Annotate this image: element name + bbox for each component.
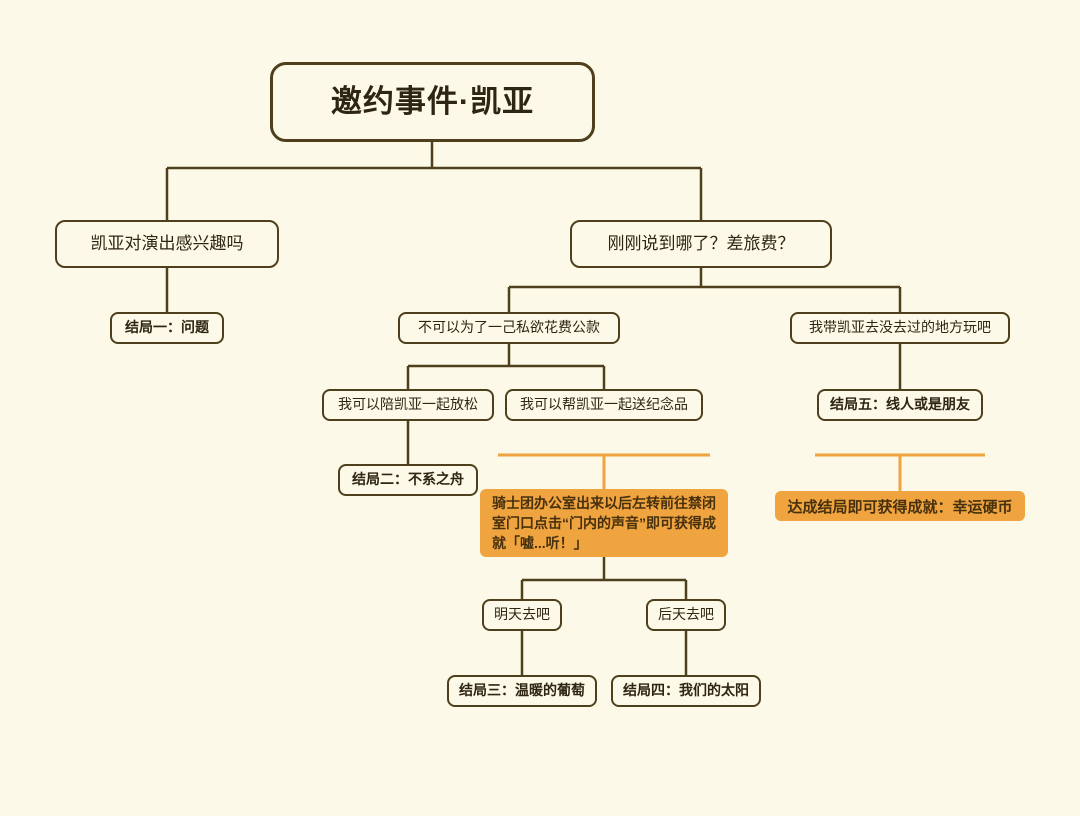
achievement-note-lucky-coin[interactable]: 达成结局即可获得成就：幸运硬币	[775, 491, 1025, 521]
node-ending-4[interactable]: 结局四：我们的太阳	[611, 675, 761, 707]
summary-bracket-lines	[498, 453, 985, 491]
node-choice-take-kaeya-out[interactable]: 我带凯亚去没去过的地方玩吧	[790, 312, 1010, 344]
node-ending-5[interactable]: 结局五：线人或是朋友	[817, 389, 983, 421]
node-question-interest[interactable]: 凯亚对演出感兴趣吗	[55, 220, 279, 268]
achievement-note-listen[interactable]: 骑士团办公室出来以后左转前往禁闭室门口点击“门内的声音”即可获得成就「嘘...听…	[480, 489, 728, 557]
node-choice-send-souvenir[interactable]: 我可以帮凯亚一起送纪念品	[505, 389, 703, 421]
node-choice-no-public-funds[interactable]: 不可以为了一己私欲花费公款	[398, 312, 620, 344]
node-choice-tomorrow[interactable]: 明天去吧	[482, 599, 562, 631]
node-title[interactable]: 邀约事件·凯亚	[270, 62, 595, 142]
node-choice-relax-with-kaeya[interactable]: 我可以陪凯亚一起放松	[322, 389, 494, 421]
node-ending-2[interactable]: 结局二：不系之舟	[338, 464, 478, 496]
node-choice-day-after-tomorrow[interactable]: 后天去吧	[646, 599, 726, 631]
tree-connectors	[165, 142, 902, 675]
node-question-travel-expense[interactable]: 刚刚说到哪了？差旅费？	[570, 220, 832, 268]
node-ending-1[interactable]: 结局一：问题	[110, 312, 224, 344]
node-ending-3[interactable]: 结局三：温暖的葡萄	[447, 675, 597, 707]
